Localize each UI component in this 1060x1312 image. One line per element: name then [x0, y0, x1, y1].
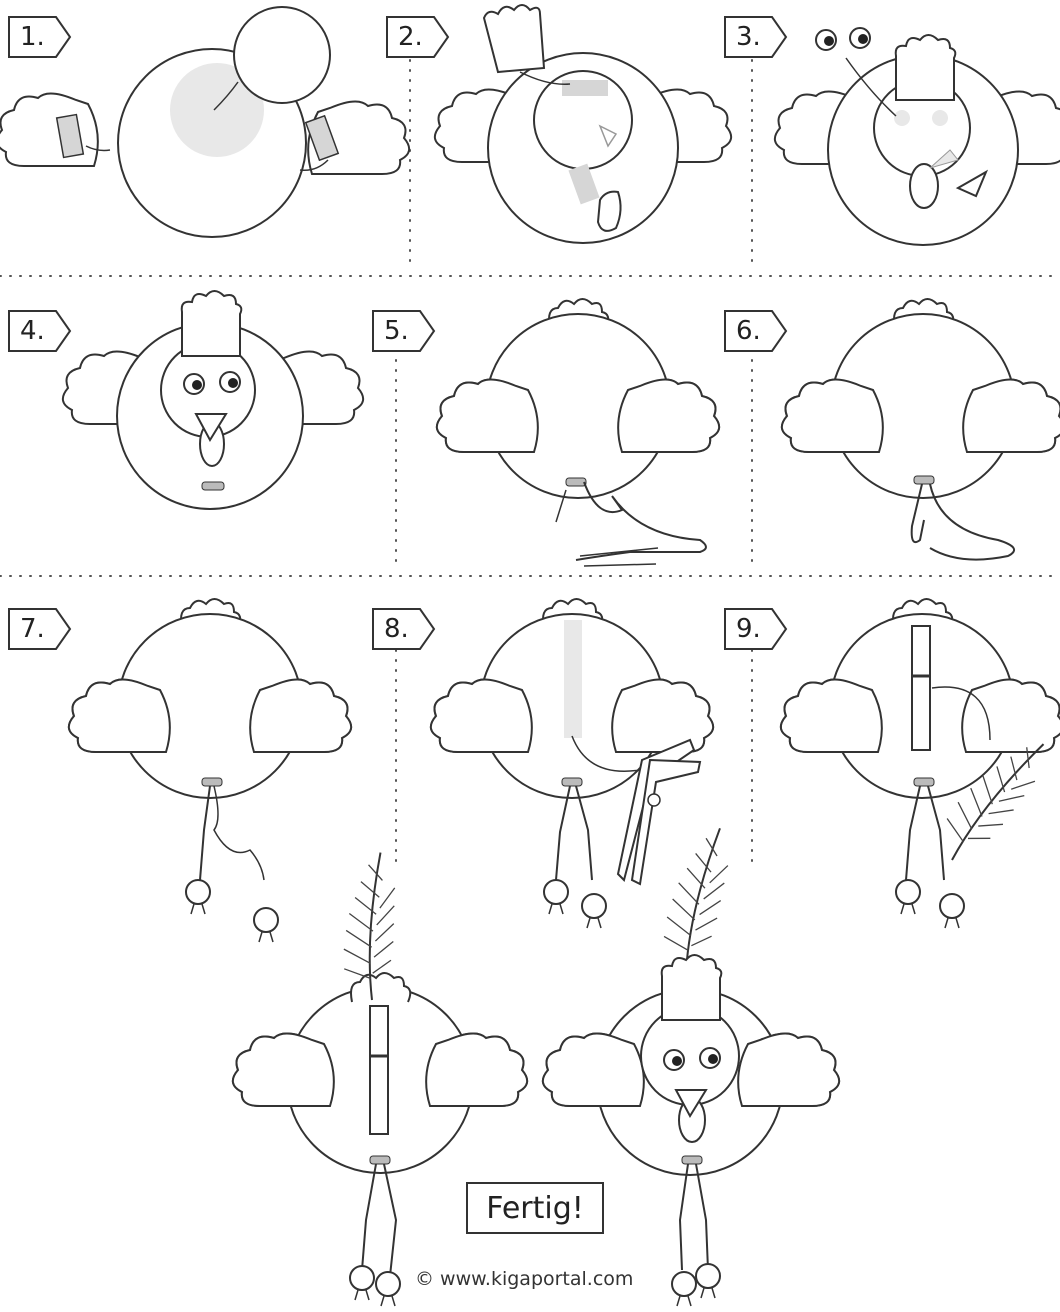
step-6-figure	[782, 299, 1060, 560]
step-4-figure	[63, 291, 363, 509]
step-8-figure	[431, 599, 713, 928]
step-2-figure	[435, 5, 731, 243]
step-5-label: 5.	[372, 310, 436, 352]
step-2-label: 2.	[386, 16, 450, 58]
step-5-figure	[437, 299, 719, 566]
step-4-label: 4.	[8, 310, 72, 352]
step-8-label: 8.	[372, 608, 436, 650]
step-9-figure	[781, 599, 1060, 928]
step-6-label: 6.	[724, 310, 788, 352]
finish-label: Fertig!	[466, 1182, 604, 1234]
step-7-label: 7.	[8, 608, 72, 650]
step-3-figure	[775, 28, 1060, 245]
step-3-label: 3.	[724, 16, 788, 58]
step-1-label: 1.	[8, 16, 72, 58]
step-9-label: 9.	[724, 608, 788, 650]
copyright-credit: © www.kigaportal.com	[411, 1268, 637, 1290]
step-7-figure	[69, 599, 351, 942]
